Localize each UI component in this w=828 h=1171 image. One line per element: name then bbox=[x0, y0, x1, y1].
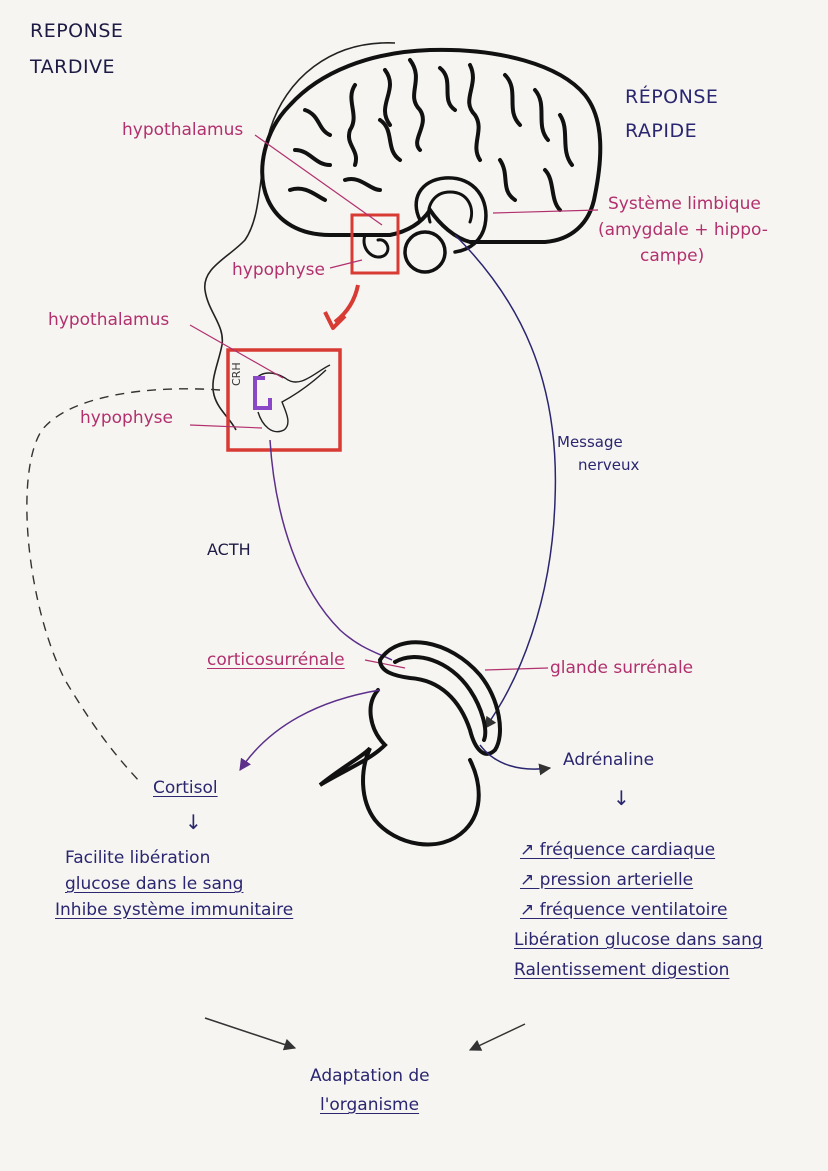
hypothalamus-label-left: hypothalamus bbox=[48, 310, 170, 330]
corticosurrenale-label: corticosurrénale bbox=[207, 650, 345, 670]
zoom-arrow bbox=[333, 284, 360, 324]
acth-label: ACTH bbox=[207, 540, 251, 559]
acth-line bbox=[269, 439, 393, 661]
adrenaline-effect-5: Ralentissement digestion bbox=[514, 960, 730, 980]
systeme-limbique-line1: Système limbique bbox=[608, 194, 761, 214]
adaptation-line1: Adaptation de bbox=[310, 1066, 430, 1086]
hypothalamus-label-top: hypothalamus bbox=[122, 120, 244, 140]
brain bbox=[260, 47, 603, 274]
cortisol-effect-2: glucose dans le sang bbox=[65, 874, 244, 894]
reponse-tardive-line2: TARDIVE bbox=[30, 56, 116, 78]
hypophyse-label-left: hypophyse bbox=[80, 408, 173, 428]
adaptation-line2: l'organisme bbox=[320, 1095, 420, 1115]
systeme-limbique-line3: campe) bbox=[640, 246, 705, 266]
cortisol-label: Cortisol bbox=[153, 778, 218, 798]
arrow-to-adaptation-right bbox=[468, 1023, 526, 1051]
message-nerveux-line2: nerveux bbox=[578, 456, 640, 474]
nervous-message-line bbox=[454, 234, 557, 729]
reponse-rapide-line2: RAPIDE bbox=[625, 120, 698, 142]
systeme-limbique-line2: (amygdale + hippo- bbox=[598, 220, 768, 240]
cortisol-down-arrow: ↓ bbox=[185, 810, 202, 834]
reponse-rapide-line1: RÉPONSE bbox=[625, 86, 719, 108]
adrenaline-effect-4: Libération glucose dans sang bbox=[514, 930, 763, 950]
hypophysis-zoom-box bbox=[226, 348, 342, 452]
hypophysis-detail bbox=[254, 364, 331, 433]
feedback-dashed bbox=[26, 388, 221, 783]
adrenaline-down-arrow: ↓ bbox=[613, 786, 630, 810]
hypothalamus-zoom-box bbox=[350, 213, 400, 275]
adrenaline-effect-3: ↗ fréquence ventilatoire bbox=[520, 900, 728, 920]
cortisol-effect-3: Inhibe système immunitaire bbox=[55, 900, 294, 920]
arrow-to-adaptation-left bbox=[204, 1017, 297, 1051]
leader-lines bbox=[189, 134, 599, 671]
cortisol-arrow bbox=[239, 689, 381, 771]
head-outline bbox=[204, 42, 396, 431]
message-nerveux-line1: Message bbox=[557, 433, 623, 451]
crh-label: CRH bbox=[230, 362, 243, 386]
hypophyse-label-top: hypophyse bbox=[232, 260, 325, 280]
adrenaline-arrow bbox=[479, 744, 552, 776]
kidney-adrenal bbox=[318, 640, 502, 847]
reponse-tardive-line1: REPONSE bbox=[30, 20, 124, 42]
adrenaline-label: Adrénaline bbox=[563, 750, 655, 770]
cortisol-effect-1: Facilite libération bbox=[65, 848, 211, 868]
adrenaline-effect-2: ↗ pression arterielle bbox=[520, 870, 694, 890]
glande-surrenale-label: glande surrénale bbox=[550, 658, 694, 678]
adrenaline-effect-1: ↗ fréquence cardiaque bbox=[520, 840, 716, 860]
crh-bracket bbox=[253, 376, 272, 410]
